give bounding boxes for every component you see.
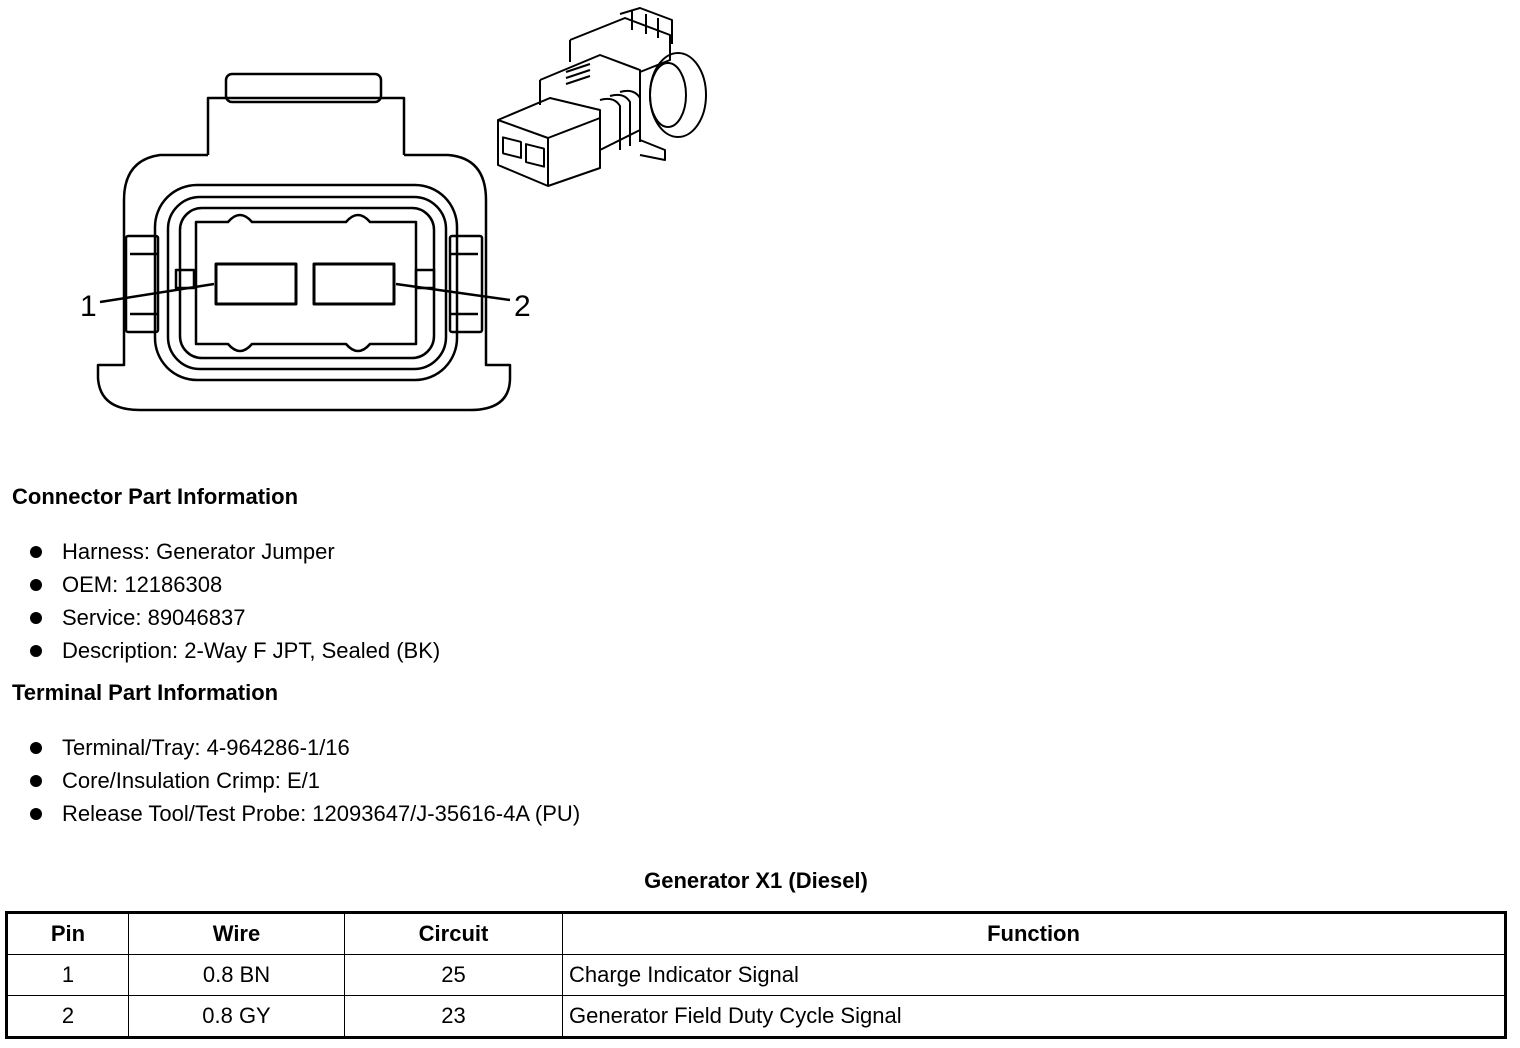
pinout-table: Pin Wire Circuit Function 1 0.8 BN 25 Ch… bbox=[5, 911, 1507, 1039]
list-item: OEM: 12186308 bbox=[30, 568, 440, 601]
column-header-pin: Pin bbox=[6, 912, 129, 955]
terminal-info-heading: Terminal Part Information bbox=[12, 680, 279, 705]
bullet-icon bbox=[30, 808, 42, 820]
bullet-icon bbox=[30, 546, 42, 558]
bullet-icon bbox=[30, 742, 42, 754]
pin-1-cavity bbox=[214, 262, 298, 306]
cell-pin: 2 bbox=[6, 995, 129, 1038]
bullet-icon bbox=[30, 775, 42, 787]
cell-circuit: 25 bbox=[344, 954, 563, 996]
column-header-wire: Wire bbox=[128, 912, 345, 955]
table-header-row: Pin Wire Circuit Function bbox=[6, 912, 1506, 955]
pin-label-2: 2 bbox=[514, 290, 531, 323]
bullet-icon bbox=[30, 645, 42, 657]
table-title: Generator X1 (Diesel) bbox=[644, 868, 868, 893]
list-item: Release Tool/Test Probe: 12093647/J-3561… bbox=[30, 797, 580, 830]
cell-pin: 1 bbox=[6, 954, 129, 996]
bullet-icon bbox=[30, 612, 42, 624]
connector-face-view bbox=[96, 72, 512, 412]
pin-2-cavity bbox=[312, 262, 396, 306]
cell-circuit: 23 bbox=[344, 995, 563, 1038]
list-item: Description: 2-Way F JPT, Sealed (BK) bbox=[30, 634, 440, 667]
list-item: Service: 89046837 bbox=[30, 601, 440, 634]
connector-info-list: Harness: Generator Jumper OEM: 12186308 … bbox=[30, 535, 440, 667]
table-row: 1 0.8 BN 25 Charge Indicator Signal bbox=[6, 954, 1506, 996]
table-row: 2 0.8 GY 23 Generator Field Duty Cycle S… bbox=[6, 995, 1506, 1038]
connector-isometric-illustration bbox=[497, 7, 707, 187]
bullet-icon bbox=[30, 579, 42, 591]
pin-label-1: 1 bbox=[80, 290, 97, 323]
cell-function: Charge Indicator Signal bbox=[562, 954, 1506, 996]
cell-wire: 0.8 GY bbox=[128, 995, 345, 1038]
column-header-circuit: Circuit bbox=[344, 912, 563, 955]
connector-info-heading: Connector Part Information bbox=[12, 484, 299, 509]
list-item: Core/Insulation Crimp: E/1 bbox=[30, 764, 580, 797]
column-header-function: Function bbox=[562, 912, 1506, 955]
terminal-info-list: Terminal/Tray: 4-964286-1/16 Core/Insula… bbox=[30, 731, 580, 830]
cell-function: Generator Field Duty Cycle Signal bbox=[562, 995, 1506, 1038]
list-item: Terminal/Tray: 4-964286-1/16 bbox=[30, 731, 580, 764]
list-item: Harness: Generator Jumper bbox=[30, 535, 440, 568]
cell-wire: 0.8 BN bbox=[128, 954, 345, 996]
connector-diagram: 1 2 bbox=[80, 7, 707, 412]
